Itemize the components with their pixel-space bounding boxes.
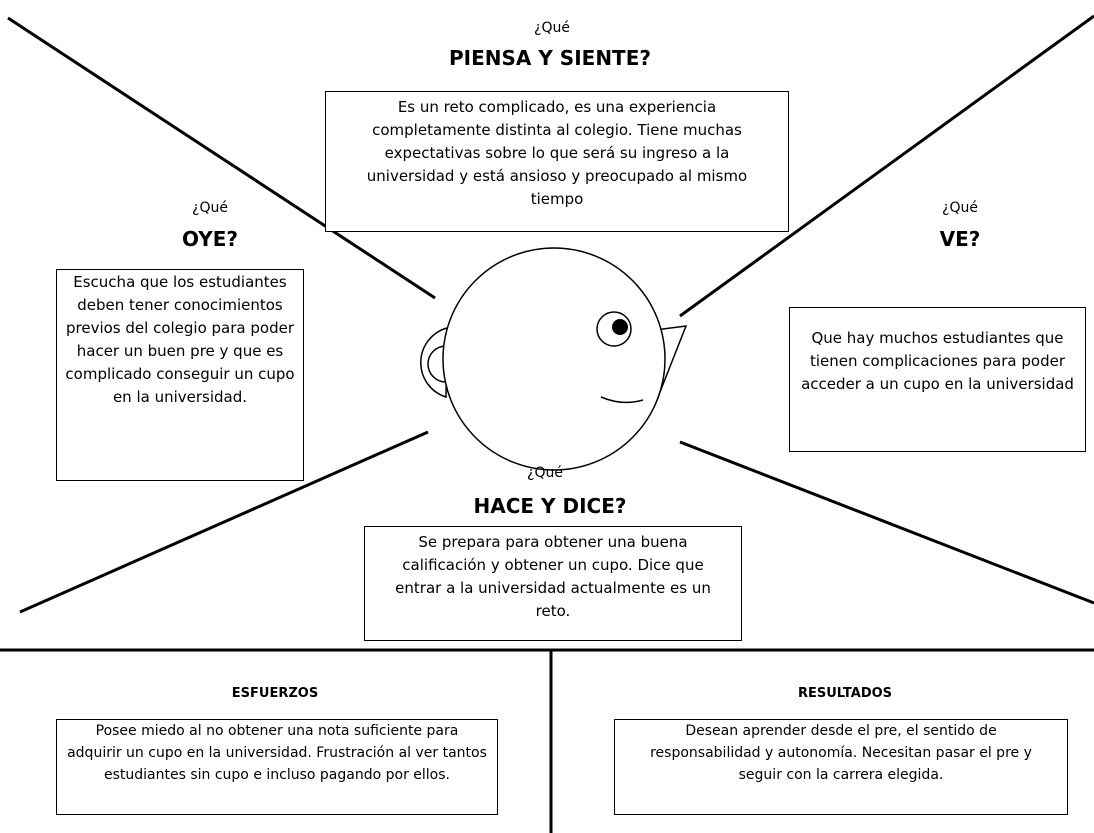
oye-question: ¿Qué xyxy=(192,200,228,216)
face-left-ear xyxy=(420,327,448,399)
oye-box: Escucha que los estudiantes deben tener … xyxy=(56,269,304,481)
hace-box: Se prepara para obtener una buena califi… xyxy=(364,526,742,641)
face-drawing xyxy=(420,247,688,471)
divider-top-left xyxy=(7,16,436,300)
ve-question: ¿Qué xyxy=(942,200,978,216)
piensa-title: PIENSA Y SIENTE? xyxy=(449,46,651,70)
ve-title: VE? xyxy=(939,227,981,251)
face-pupil xyxy=(612,319,628,335)
divider-bottom-left xyxy=(19,430,429,614)
esfuerzos-title: ESFUERZOS xyxy=(231,686,319,701)
ve-box: Que hay muchos estudiantes que tienen co… xyxy=(789,307,1086,452)
resultados-title: RESULTADOS xyxy=(797,686,893,701)
piensa-box: Es un reto complicado, es una experienci… xyxy=(325,91,789,232)
face-mouth xyxy=(600,396,644,404)
hace-title: HACE Y DICE? xyxy=(473,494,627,518)
face-left-ear-inner xyxy=(427,345,447,383)
oye-title: OYE? xyxy=(181,227,239,251)
hace-question: ¿Qué xyxy=(527,465,563,481)
esfuerzos-box: Posee miedo al no obtener una nota sufic… xyxy=(56,719,498,815)
divider-bottom-right xyxy=(679,440,1094,605)
resultados-box: Desean aprender desde el pre, el sentido… xyxy=(614,719,1068,815)
face-head xyxy=(442,247,666,471)
divider-top-right xyxy=(679,14,1094,318)
piensa-question: ¿Qué xyxy=(534,20,570,36)
